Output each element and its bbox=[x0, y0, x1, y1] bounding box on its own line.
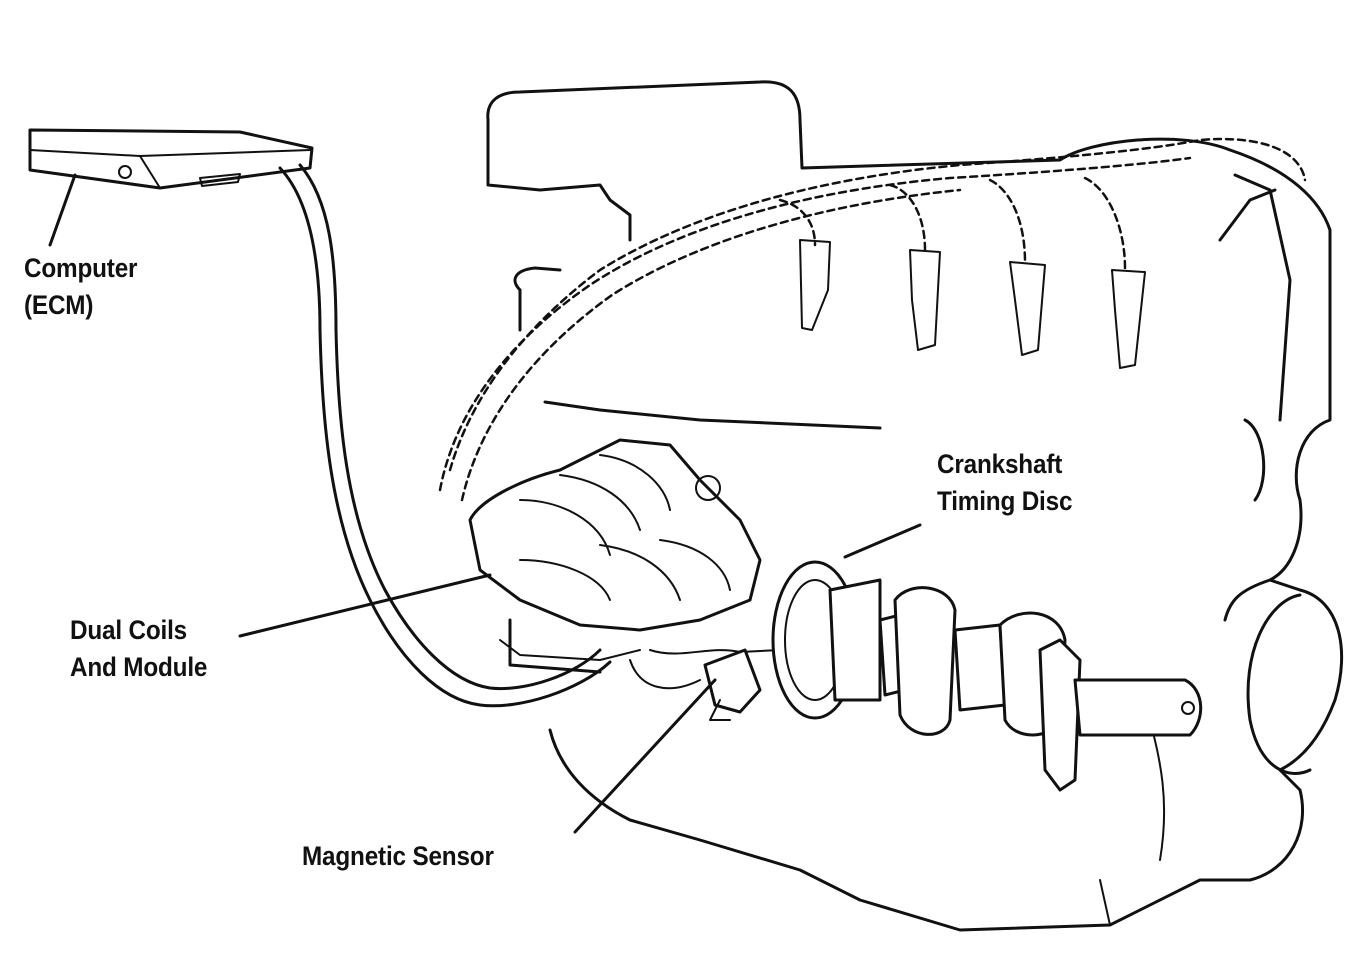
dual-coils-label: Dual Coils And Module bbox=[70, 612, 207, 686]
crank-label-line-2: Timing Disc bbox=[937, 483, 1072, 520]
coils-label-line-1: Dual Coils bbox=[70, 612, 207, 649]
coils-leader bbox=[240, 575, 490, 636]
crankshaft bbox=[773, 562, 1201, 790]
crank-label-line-1: Crankshaft bbox=[937, 446, 1072, 483]
crank-leader bbox=[845, 525, 920, 557]
ecm-leader bbox=[50, 175, 75, 245]
crankshaft-timing-disc-label: Crankshaft Timing Disc bbox=[937, 446, 1072, 520]
ecm-label: Computer (ECM) bbox=[24, 250, 137, 324]
spark-plug-wires bbox=[440, 139, 1305, 500]
magnetic-sensor bbox=[630, 650, 780, 720]
ecm-cable bbox=[280, 165, 610, 706]
sensor-leader bbox=[575, 680, 715, 832]
magnetic-sensor-label: Magnetic Sensor bbox=[302, 838, 494, 875]
ecm-label-line-2: (ECM) bbox=[24, 287, 137, 324]
sensor-label-line-1: Magnetic Sensor bbox=[302, 838, 494, 875]
coils-label-line-2: And Module bbox=[70, 649, 207, 686]
ecm-label-line-1: Computer bbox=[24, 250, 137, 287]
dual-coils-module bbox=[470, 440, 760, 672]
